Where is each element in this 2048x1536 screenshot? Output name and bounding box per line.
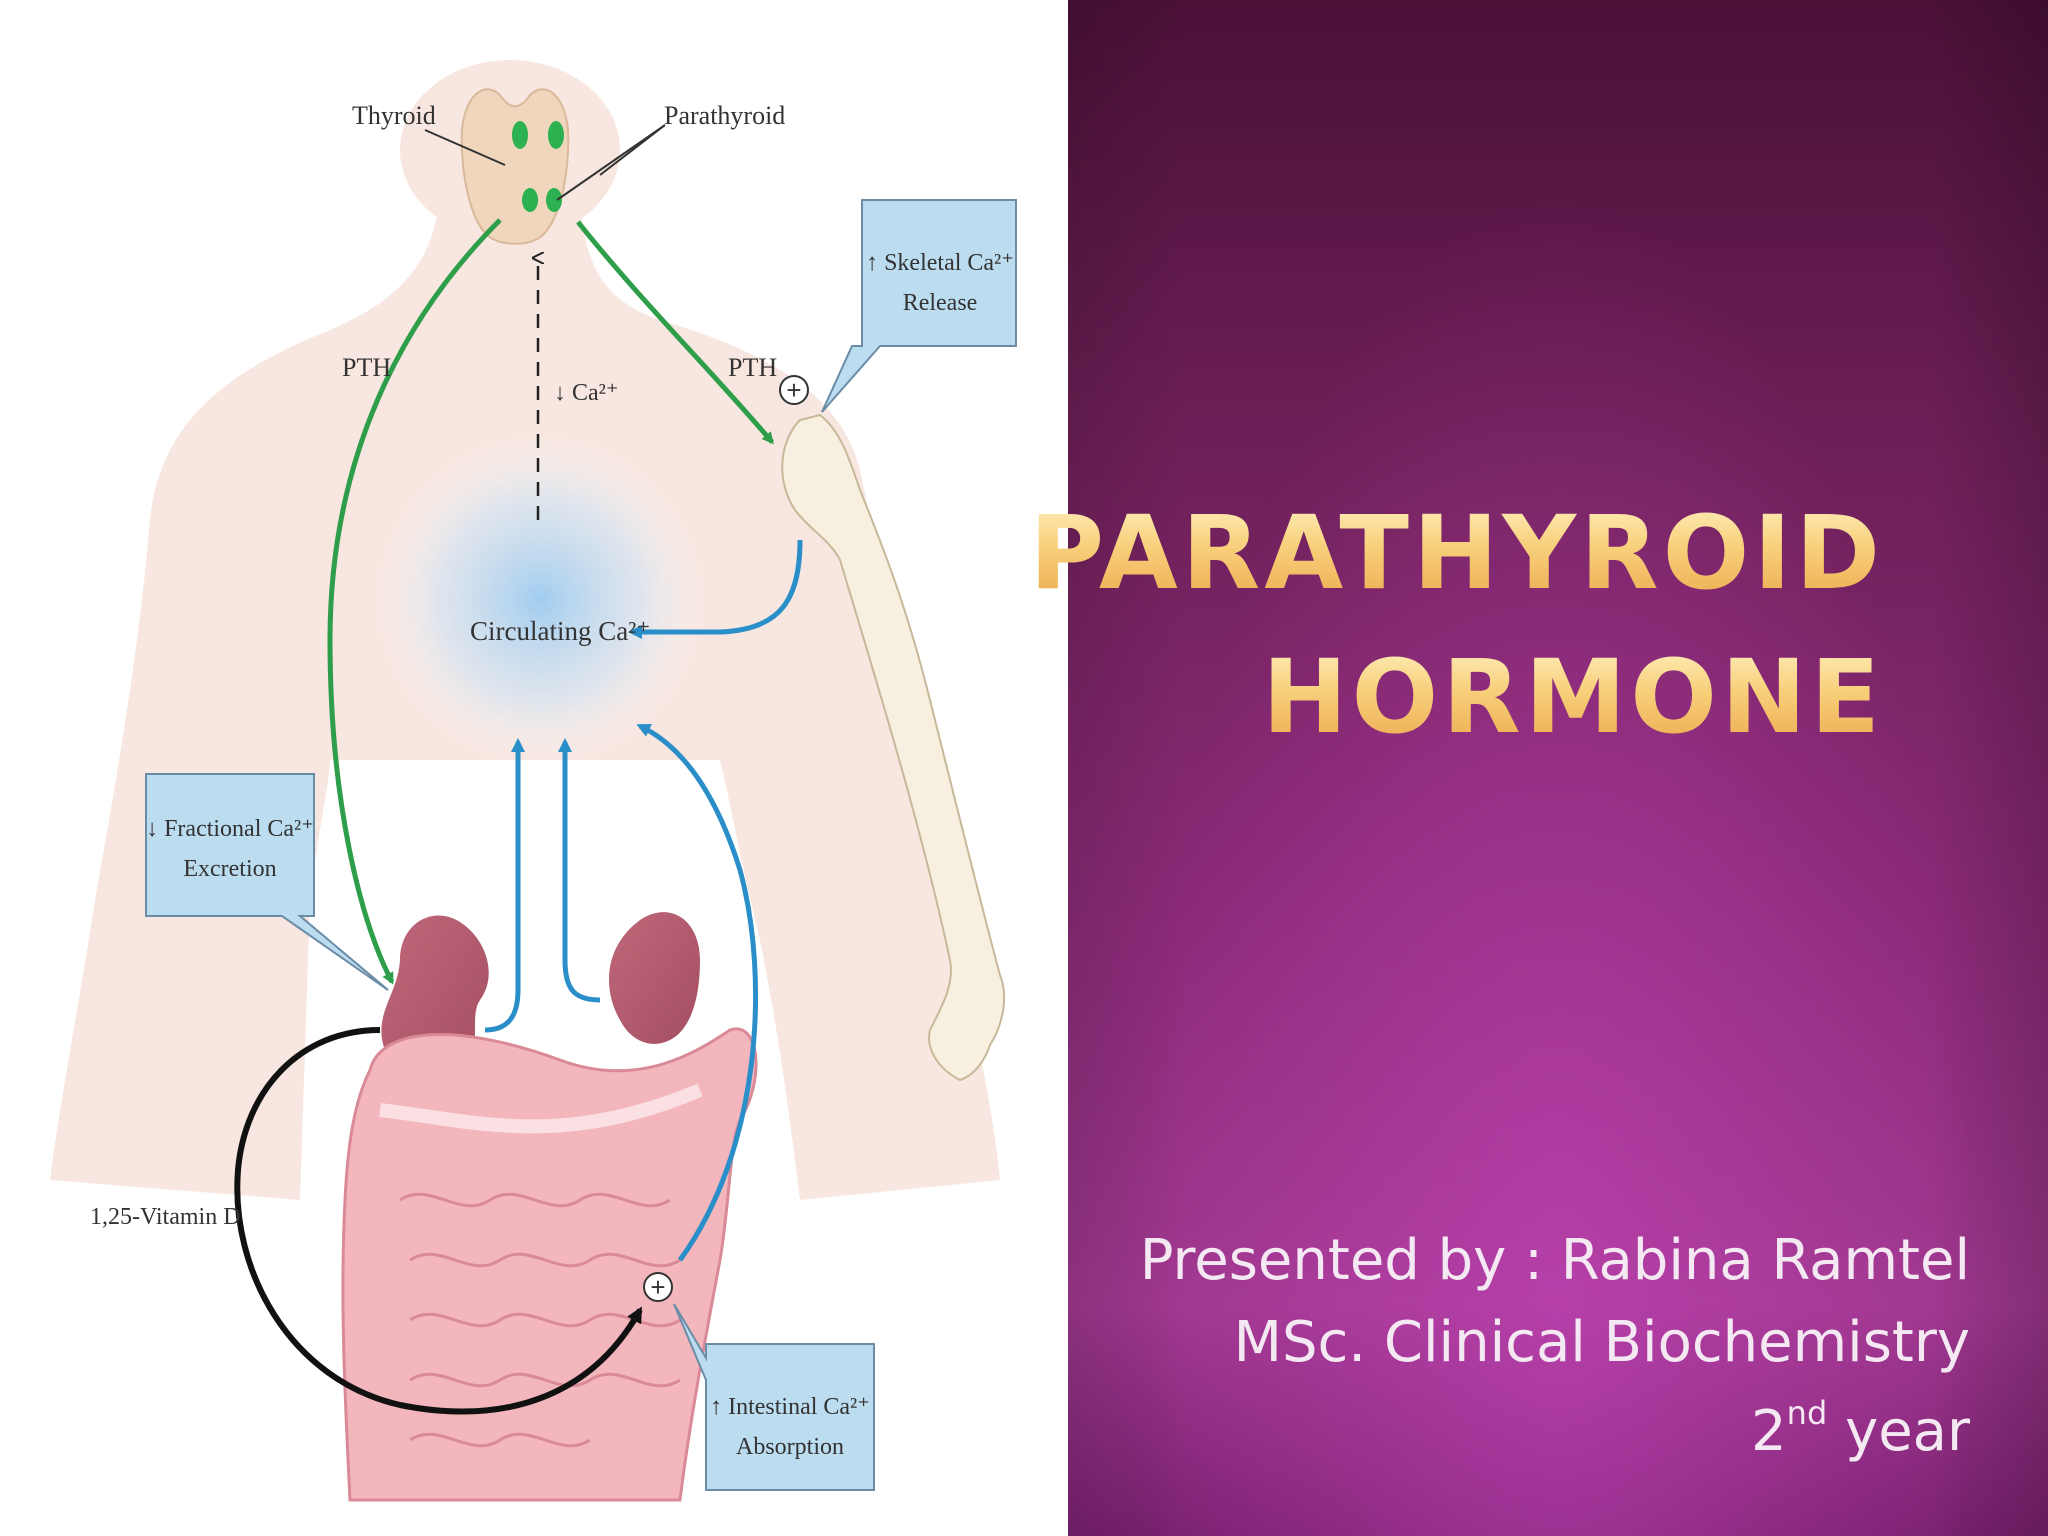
thyroid-label: Thyroid — [352, 101, 436, 130]
parathyroid-leader-line — [599, 124, 666, 176]
pth-arrow-to-bone — [576, 220, 774, 445]
callout-skeletal-line1: ↑ Skeletal Ca²⁺ — [866, 250, 1014, 276]
parathyroid-dot — [522, 188, 538, 212]
title-line-2: HORMONE — [1262, 638, 1884, 757]
callout-fractional-line1: ↓ Fractional Ca²⁺ — [146, 816, 314, 842]
gut-stimulation-plus: + — [643, 1272, 673, 1302]
year-word: year — [1827, 1399, 1970, 1464]
humerus-bone — [781, 413, 1006, 1082]
circulating-calcium-label: Circulating Ca²⁺ — [470, 616, 651, 646]
title-line-1: PARATHYROID — [1029, 494, 1884, 613]
vitamin-d-arrow — [234, 1027, 643, 1415]
pth-label-right: PTH — [728, 353, 777, 382]
presenter-program: MSc. Clinical Biochemistry — [1233, 1310, 1970, 1375]
calcium-decrease-label: ↓ Ca²⁺ — [554, 380, 619, 406]
title-panel: PARATHYROID HORMONE Presented by : Rabin… — [1029, 0, 2048, 1536]
kidney-to-blood-arrow-right — [558, 738, 601, 1003]
callout-intestinal-absorption: ↑ Intestinal Ca²⁺ Absorption — [673, 1303, 875, 1491]
pth-label-left: PTH — [342, 353, 391, 382]
presenter-year: 2nd year — [1751, 1394, 1970, 1464]
callout-skeletal-line2: Release — [903, 290, 978, 316]
thyroid-gland — [460, 88, 570, 245]
year-ordinal-suffix: nd — [1786, 1394, 1828, 1432]
callout-intestinal-line2: Absorption — [736, 1434, 844, 1460]
parathyroid-dot — [512, 121, 528, 149]
thyroid-leader-line — [424, 129, 506, 166]
parathyroid-label: Parathyroid — [664, 101, 785, 130]
gut-plus-label: + — [650, 1272, 665, 1302]
right-kidney — [608, 912, 700, 1044]
vitamin-d-label: 1,25-Vitamin D — [90, 1204, 241, 1230]
parathyroid-dot — [546, 188, 562, 212]
bone-plus-label: + — [786, 375, 801, 405]
parathyroid-dot — [548, 121, 564, 149]
kidney-to-blood-arrow-left — [484, 738, 525, 1033]
bone-to-blood-arrow — [628, 539, 803, 639]
gut-to-blood-arrow — [636, 723, 759, 1262]
parathyroid-leader-line — [556, 124, 666, 201]
intestines — [341, 1027, 758, 1502]
pth-arrow-to-kidney — [327, 218, 502, 985]
callout-skeletal-release: ↑ Skeletal Ca²⁺ Release — [821, 199, 1017, 413]
circulating-calcium-glow — [370, 430, 710, 770]
callout-fractional-excretion: ↓ Fractional Ca²⁺ Excretion — [145, 773, 389, 991]
presenter-name: Presented by : Rabina Ramtel — [1139, 1228, 1970, 1293]
diagram-canvas: + + ↑ Skeletal Ca²⁺ Release ↓ Fractional… — [50, 60, 1017, 1502]
callout-fractional-line2: Excretion — [183, 856, 276, 882]
callout-intestinal-line1: ↑ Intestinal Ca²⁺ — [710, 1394, 870, 1420]
pth-physiology-diagram: + + ↑ Skeletal Ca²⁺ Release ↓ Fractional… — [50, 60, 1017, 1502]
year-number: 2 — [1751, 1399, 1787, 1464]
bone-stimulation-plus: + — [779, 375, 809, 405]
